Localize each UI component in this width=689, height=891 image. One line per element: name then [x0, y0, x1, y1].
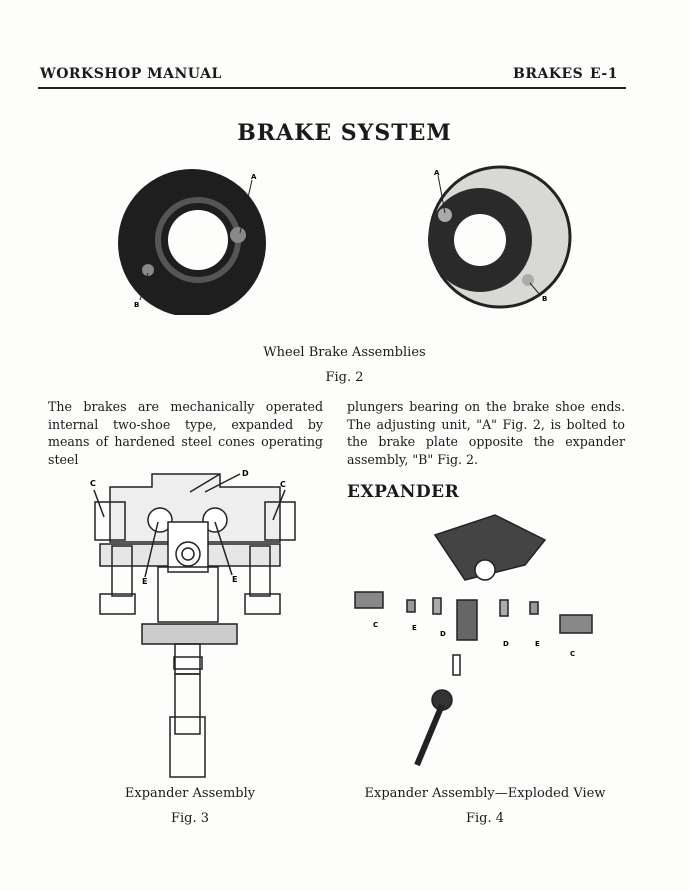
body-paragraph-right: plungers bearing on the brake shoe ends.…: [347, 399, 625, 467]
svg-text:C: C: [90, 479, 96, 488]
brake-plate-back-view: A B: [118, 169, 266, 315]
brake-plate-front-view: A B: [428, 165, 572, 309]
svg-text:E: E: [232, 575, 237, 584]
svg-text:D: D: [503, 640, 509, 648]
svg-text:C: C: [373, 621, 378, 629]
svg-text:E: E: [412, 624, 417, 632]
header-manual-title: WORKSHOP MANUAL: [40, 66, 222, 82]
svg-text:D: D: [440, 630, 446, 638]
header-section: BRAKES: [513, 66, 584, 82]
fig3-caption: Expander Assembly: [124, 786, 256, 801]
header-page-number: E-1: [590, 66, 618, 82]
wheel-brake-assemblies-figure: A B A B: [118, 165, 572, 315]
expander-exploded-view-figure: C E D D E C: [354, 514, 593, 767]
body-paragraph-left: The brakes are mechanically operated int…: [48, 399, 323, 467]
fig3-number: Fig. 3: [170, 811, 210, 826]
svg-text:E: E: [142, 577, 147, 586]
svg-text:B: B: [134, 301, 139, 309]
svg-text:B: B: [542, 295, 547, 303]
fig4-number: Fig. 4: [465, 811, 505, 826]
svg-text:A: A: [434, 169, 440, 177]
fig2-caption: Wheel Brake Assemblies: [263, 345, 426, 360]
fig4-caption: Expander Assembly—Exploded View: [364, 786, 606, 801]
svg-text:A: A: [251, 173, 257, 181]
header-rule: [38, 87, 626, 89]
page-title: BRAKE SYSTEM: [237, 120, 452, 146]
svg-text:E: E: [535, 640, 540, 648]
svg-text:C: C: [280, 480, 286, 489]
svg-text:D: D: [242, 469, 249, 478]
expander-heading: EXPANDER: [347, 482, 460, 502]
fig2-number: Fig. 2: [325, 370, 364, 385]
svg-text:C: C: [570, 650, 575, 658]
expander-assembly-figure: C C D E E: [90, 469, 296, 778]
